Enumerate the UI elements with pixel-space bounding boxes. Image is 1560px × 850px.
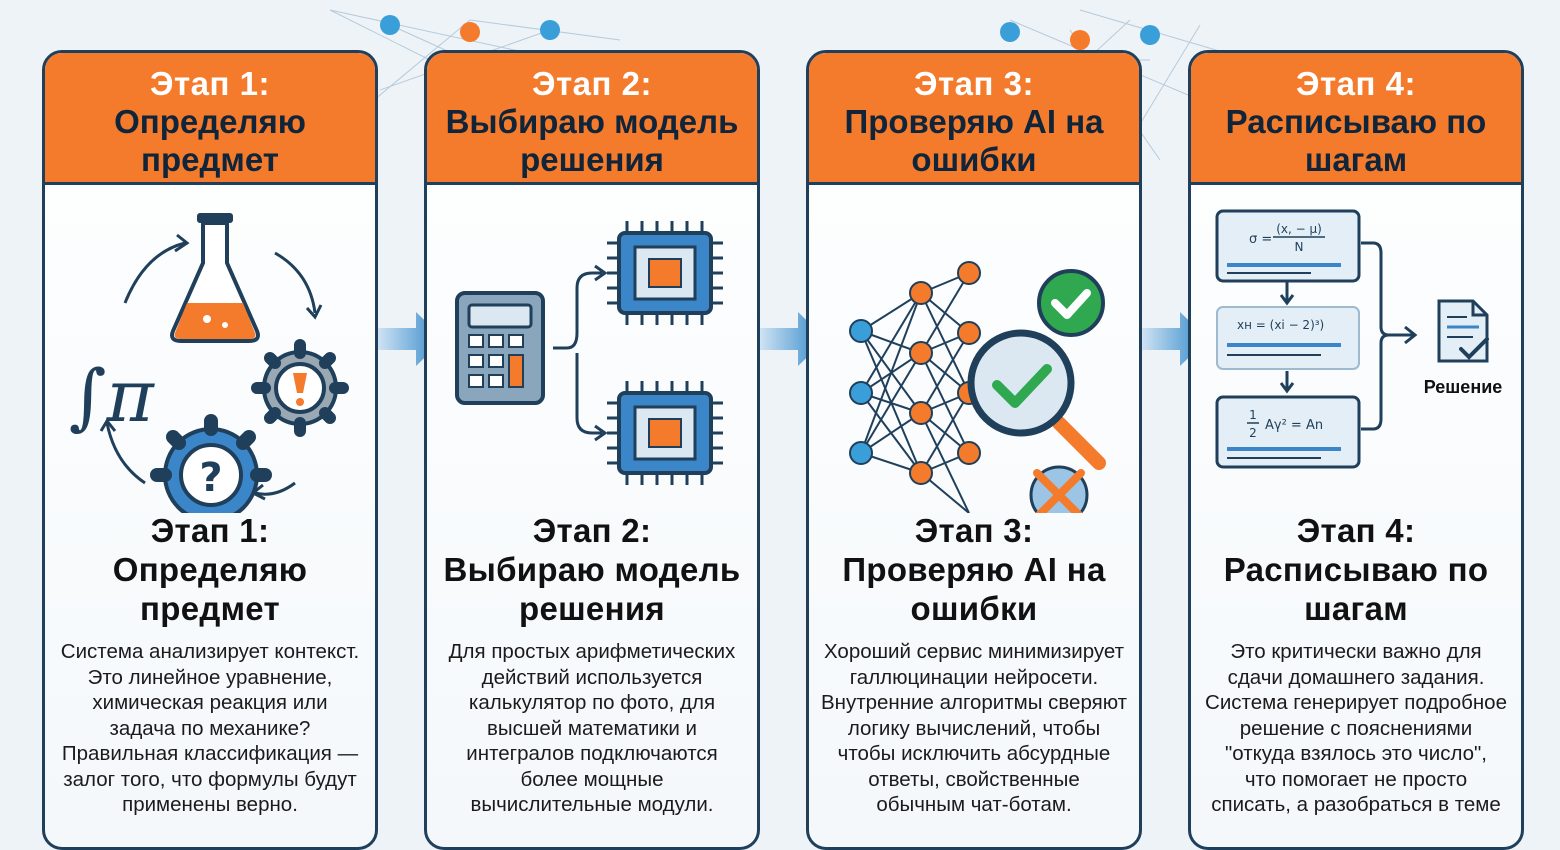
stage-label: Этап 4: [1296, 65, 1416, 102]
formula-3-fraction-numerator: 1 [1249, 408, 1257, 422]
integral-pi-icon: ∫π [69, 354, 156, 438]
stage-title: Определяю предмет [114, 103, 306, 178]
chip-icon [607, 221, 723, 325]
stage-card-1: Этап 1: Определяю предмет ∫π [42, 50, 378, 850]
gear-question-icon: ? [150, 414, 272, 513]
subject-detection-illustration: ∫π ? [69, 213, 349, 513]
formula-1-lhs: σ = [1249, 232, 1272, 247]
stage-title: Выбираю модель решения [443, 551, 741, 627]
calculator-icon [455, 291, 545, 405]
stage-card-2: Этап 2: Выбираю модель решения [424, 50, 760, 850]
stage-label: Этап 2: [532, 512, 652, 549]
stage-card-4: Этап 4: Расписываю по шагам σ = (x, − μ)… [1188, 50, 1524, 850]
stage-label: Этап 4: [1296, 512, 1416, 549]
step-by-step-illustration: σ = (x, − μ) N xн = (xi − 2)³) 1 2 Aγ² =… [1215, 209, 1503, 469]
formula-card-icon: xн = (xi − 2)³) [1216, 306, 1360, 370]
formula-card-icon: σ = (x, − μ) N [1215, 209, 1361, 283]
formula-card-icon: 1 2 Aγ² = An [1215, 395, 1361, 469]
stage-body-heading: Этап 4: Расписываю по шагам [1191, 511, 1521, 628]
stage-description: Это критически важно для сдачи домашнего… [1205, 640, 1507, 816]
ai-verification-illustration [849, 261, 1106, 513]
model-selection-illustration [455, 221, 723, 485]
check-badge-icon [1037, 269, 1105, 337]
formula-3-fraction-denominator: 2 [1249, 426, 1257, 440]
stage-description: Система анализирует контекст. Это линейн… [60, 640, 360, 816]
formula-1-denominator: N [1295, 240, 1304, 254]
flask-icon [170, 213, 260, 343]
branch-arrows-icon [553, 264, 608, 442]
stage-label: Этап 1: [150, 512, 270, 549]
neural-network-icon [849, 261, 981, 513]
stage-title: Расписываю по шагам [1223, 551, 1489, 627]
stage-header: Этап 1: Определяю предмет [45, 53, 375, 185]
stage-body-heading: Этап 3: Проверяю AI на ошибки [809, 511, 1139, 628]
stage-label: Этап 3: [914, 512, 1034, 549]
stage-header: Этап 4: Расписываю по шагам [1191, 53, 1521, 185]
stage-title: Проверяю AI на ошибки [842, 551, 1106, 627]
stage-label: Этап 1: [150, 65, 270, 102]
stage-title: Определяю предмет [112, 551, 308, 627]
svg-text:∫π: ∫π [69, 354, 156, 438]
stage-card-3: Этап 3: Проверяю AI на ошибки [806, 50, 1142, 850]
stage-title: Проверяю AI на ошибки [844, 103, 1104, 178]
magnifier-check-icon [967, 329, 1106, 470]
result-label: Решение [1424, 377, 1503, 397]
chip-icon [607, 381, 723, 485]
stage-header: Этап 2: Выбираю модель решения [427, 53, 757, 185]
stage-title: Выбираю модель решения [445, 103, 739, 178]
stage-label: Этап 3: [914, 65, 1034, 102]
stage-description: Хороший сервис минимизирует галлюцинации… [820, 640, 1128, 816]
gear-exclamation-icon [251, 339, 349, 437]
stage-description: Для простых арифметических действий испо… [448, 640, 736, 816]
stage-title: Расписываю по шагам [1225, 103, 1487, 178]
bracket-arrow-icon [1361, 241, 1418, 431]
stage-label: Этап 2: [532, 65, 652, 102]
formula-2: xн = (xi − 2)³) [1237, 318, 1324, 332]
stage-body-heading: Этап 1: Определяю предмет [45, 511, 375, 628]
document-check-icon [1437, 299, 1489, 363]
svg-text:?: ? [199, 455, 222, 501]
formula-3-rest: Aγ² = An [1265, 418, 1323, 433]
stage-body-heading: Этап 2: Выбираю модель решения [427, 511, 757, 628]
formula-1-numerator: (x, − μ) [1276, 222, 1322, 236]
error-cross-icon [1029, 465, 1089, 513]
stage-header: Этап 3: Проверяю AI на ошибки [809, 53, 1139, 185]
